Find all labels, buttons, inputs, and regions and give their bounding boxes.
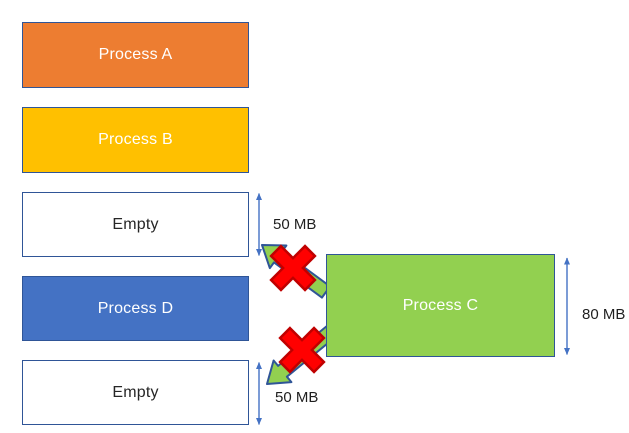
memory-block-label: Empty: [112, 215, 159, 233]
cross-marks: [269, 244, 326, 374]
memory-block-label: Process B: [98, 131, 173, 148]
memory-block-process-b: Process B: [22, 107, 249, 173]
memory-block-process-a: Process A: [22, 22, 249, 88]
size-label-empty-bottom: 50 MB: [275, 389, 319, 406]
size-label-empty-top: 50 MB: [273, 216, 317, 233]
memory-block-label: Empty: [112, 383, 159, 401]
cross-mark-top-icon: [269, 244, 317, 292]
dimension-arrows: [256, 193, 570, 425]
memory-block-empty-top: Empty: [22, 192, 249, 257]
memory-block-empty-bottom: Empty: [22, 360, 249, 425]
size-label-process-c: 80 MB: [582, 306, 626, 323]
memory-block-process-d: Process D: [22, 276, 249, 341]
memory-block-label: Process D: [97, 299, 174, 317]
memory-block-process-c: Process C: [326, 254, 555, 357]
cross-mark-bottom-icon: [278, 326, 326, 374]
memory-block-label: Process C: [402, 296, 479, 314]
memory-block-label: Process A: [98, 46, 173, 63]
